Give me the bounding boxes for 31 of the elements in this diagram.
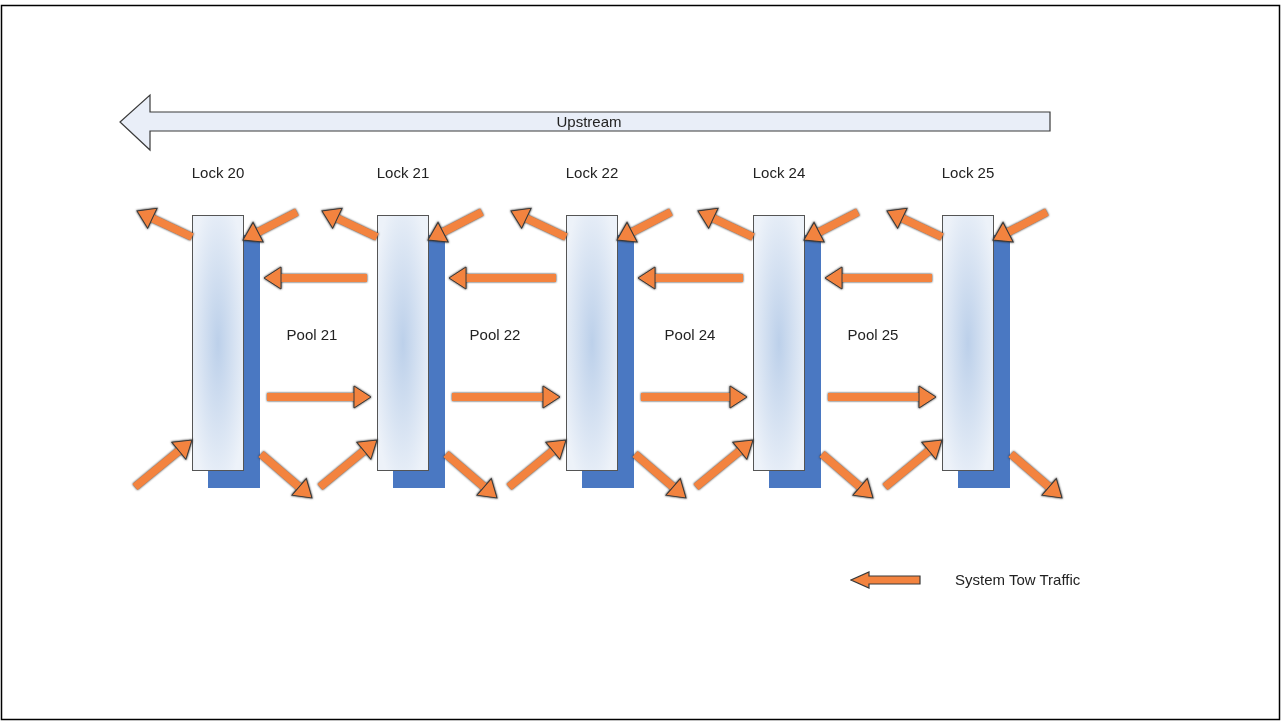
traffic-arrow (321, 207, 379, 241)
traffic-arrow (510, 207, 568, 241)
traffic-arrow (697, 207, 755, 241)
pool-label: Pool 25 (847, 326, 899, 344)
traffic-arrow (443, 450, 498, 499)
pool-label: Pool 24 (664, 326, 716, 344)
legend-label: System Tow Traffic (955, 571, 1081, 589)
traffic-arrow (693, 439, 754, 491)
traffic-arrow (616, 208, 673, 243)
lock-label: Lock 20 (190, 164, 246, 181)
lock-label: Lock 24 (751, 164, 807, 181)
traffic-arrow (886, 207, 944, 241)
pool-label: Pool 22 (469, 326, 521, 344)
lock-label: Lock 21 (375, 164, 431, 181)
traffic-arrow (132, 439, 193, 491)
traffic-arrow (506, 439, 567, 491)
traffic-arrow (136, 207, 194, 241)
direction-label: Upstream (556, 113, 622, 131)
traffic-arrow (258, 450, 313, 499)
pool-label: Pool 21 (286, 326, 338, 344)
lock-label: Lock 22 (564, 164, 620, 181)
traffic-arrow (317, 439, 378, 491)
traffic-arrow (242, 208, 299, 243)
traffic-arrow (992, 208, 1049, 243)
lock-label: Lock 25 (940, 164, 996, 181)
traffic-arrow (427, 208, 484, 243)
traffic-arrow (882, 439, 943, 491)
traffic-arrow (1008, 450, 1063, 499)
traffic-arrow (632, 450, 687, 499)
traffic-arrow (803, 208, 860, 243)
traffic-arrow (819, 450, 874, 499)
